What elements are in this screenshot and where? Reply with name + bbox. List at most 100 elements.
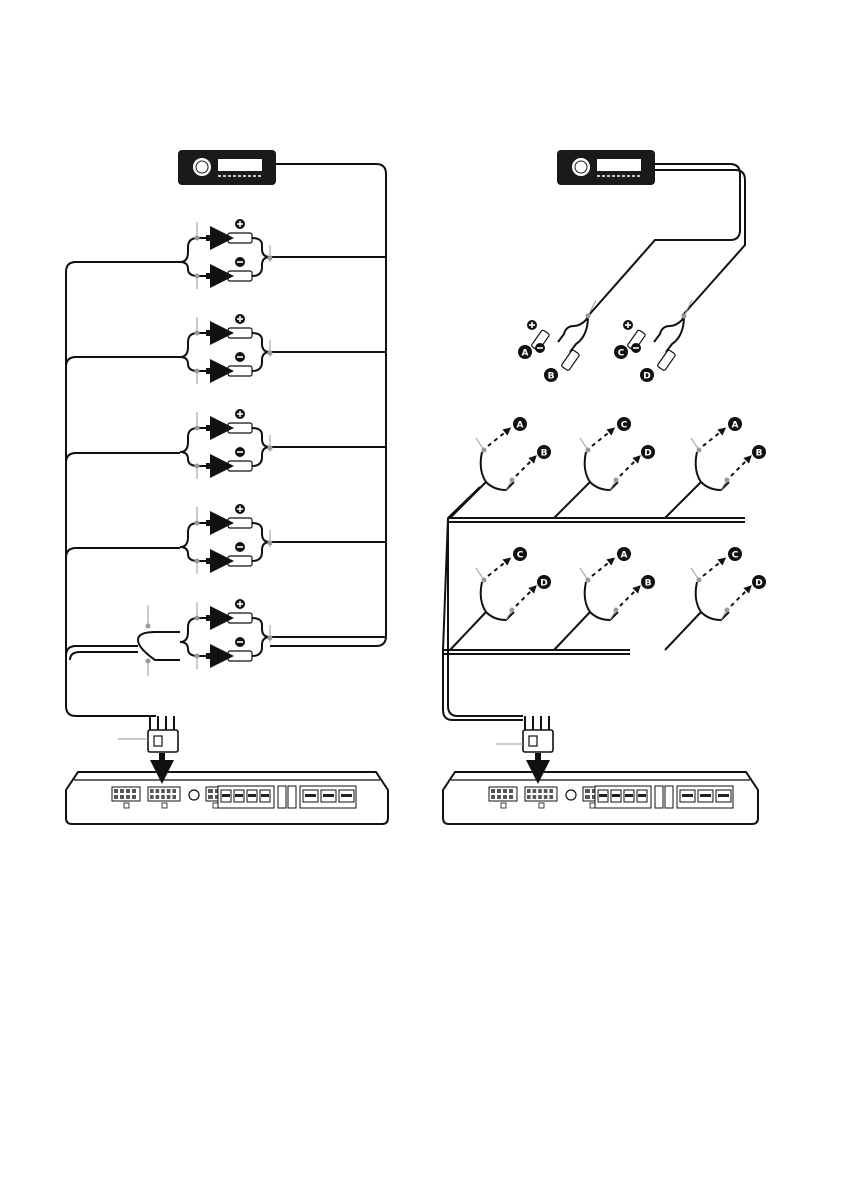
- badge-C: C: [513, 547, 527, 561]
- svg-text:B: B: [541, 448, 548, 458]
- badge-B: B: [544, 368, 558, 382]
- minus-symbol: [235, 637, 245, 647]
- stage5-bypass: [138, 632, 180, 660]
- left-stage-1: [180, 219, 386, 289]
- svg-text:A: A: [732, 420, 739, 430]
- badge-A: A: [728, 417, 742, 431]
- harness-connector-left: [118, 716, 178, 772]
- right-row1-splitter-1: AB: [450, 417, 551, 518]
- arrow-bottom: [620, 458, 638, 476]
- svg-text:C: C: [618, 348, 625, 358]
- fuse-1: [655, 786, 663, 808]
- left-panel: [66, 150, 388, 824]
- left-bundle-main: [66, 262, 180, 716]
- right-row1-splitter-3: AB: [665, 417, 766, 518]
- right-top-group-2: CD: [614, 300, 692, 382]
- plug-plus: [228, 518, 252, 528]
- arrow-bottom: [731, 588, 749, 606]
- svg-text:D: D: [644, 448, 651, 458]
- minus-symbol: [535, 343, 545, 353]
- svg-text:A: A: [621, 550, 628, 560]
- arrow-top: [703, 560, 723, 576]
- fuse-2: [288, 786, 296, 808]
- head-unit-right: [557, 150, 655, 185]
- amplifier-left: [66, 772, 388, 824]
- badge-A: A: [518, 345, 532, 359]
- arrow-bottom: [516, 588, 534, 606]
- fuse-1: [278, 786, 286, 808]
- right-top-group-1: AB: [518, 300, 596, 382]
- arrow-bottom: [731, 458, 749, 476]
- arrow-bottom: [620, 588, 638, 606]
- badge-A: A: [617, 547, 631, 561]
- svg-text:A: A: [517, 420, 524, 430]
- plus-symbol: [623, 320, 633, 330]
- plug-minus: [228, 461, 252, 471]
- arrow-top: [703, 430, 723, 446]
- badge-B: B: [752, 445, 766, 459]
- right-row2-splitter-2: AB: [554, 547, 655, 650]
- svg-text:C: C: [517, 550, 524, 560]
- arrow-top: [592, 560, 612, 576]
- badge-C: C: [617, 417, 631, 431]
- head-unit-output-cable: [270, 164, 386, 646]
- arrow-top: [488, 430, 508, 446]
- amp-knob: [566, 790, 576, 800]
- badge-D: D: [640, 368, 654, 382]
- svg-text:D: D: [540, 578, 547, 588]
- minus-symbol: [631, 343, 641, 353]
- plug-plus: [228, 328, 252, 338]
- plus-symbol: [235, 219, 245, 229]
- left-stage-4: [180, 504, 386, 574]
- amplifier-right: [443, 772, 758, 824]
- svg-text:B: B: [645, 578, 652, 588]
- plus-symbol: [235, 504, 245, 514]
- plus-symbol: [527, 320, 537, 330]
- plug-minus: [228, 651, 252, 661]
- svg-text:C: C: [621, 420, 628, 430]
- svg-text:D: D: [643, 371, 650, 381]
- plus-symbol: [235, 409, 245, 419]
- minus-symbol: [235, 447, 245, 457]
- harness-connector-right: [496, 716, 553, 772]
- left-stage-5: [180, 599, 386, 669]
- minus-symbol: [235, 352, 245, 362]
- badge-D: D: [641, 445, 655, 459]
- svg-text:B: B: [548, 371, 555, 381]
- svg-text:C: C: [732, 550, 739, 560]
- amp-knob: [189, 790, 199, 800]
- arrow-top: [488, 560, 508, 576]
- badge-A: A: [513, 417, 527, 431]
- plug-minus: [228, 556, 252, 566]
- svg-text:A: A: [522, 348, 529, 358]
- minus-symbol: [235, 542, 245, 552]
- badge-D: D: [752, 575, 766, 589]
- svg-text:B: B: [756, 448, 763, 458]
- right-row2-splitter-3: CD: [665, 547, 766, 650]
- right-output-cable-2: [655, 170, 745, 316]
- plug-minus: [657, 350, 676, 372]
- svg-text:D: D: [755, 578, 762, 588]
- plus-symbol: [235, 314, 245, 324]
- left-stage-3: [180, 409, 386, 479]
- plus-symbol: [235, 599, 245, 609]
- arrow-top: [592, 430, 612, 446]
- badge-D: D: [537, 575, 551, 589]
- badge-B: B: [537, 445, 551, 459]
- right-row1-splitter-2: CD: [554, 417, 655, 518]
- right-row2-splitter-1: CD: [450, 547, 551, 650]
- minus-symbol: [235, 257, 245, 267]
- badge-B: B: [641, 575, 655, 589]
- fuse-2: [665, 786, 673, 808]
- badge-C: C: [614, 345, 628, 359]
- left-stages: [180, 219, 386, 669]
- arrow-bottom: [516, 458, 534, 476]
- plug-plus: [228, 613, 252, 623]
- plug-minus: [228, 366, 252, 376]
- head-unit-left: [178, 150, 276, 185]
